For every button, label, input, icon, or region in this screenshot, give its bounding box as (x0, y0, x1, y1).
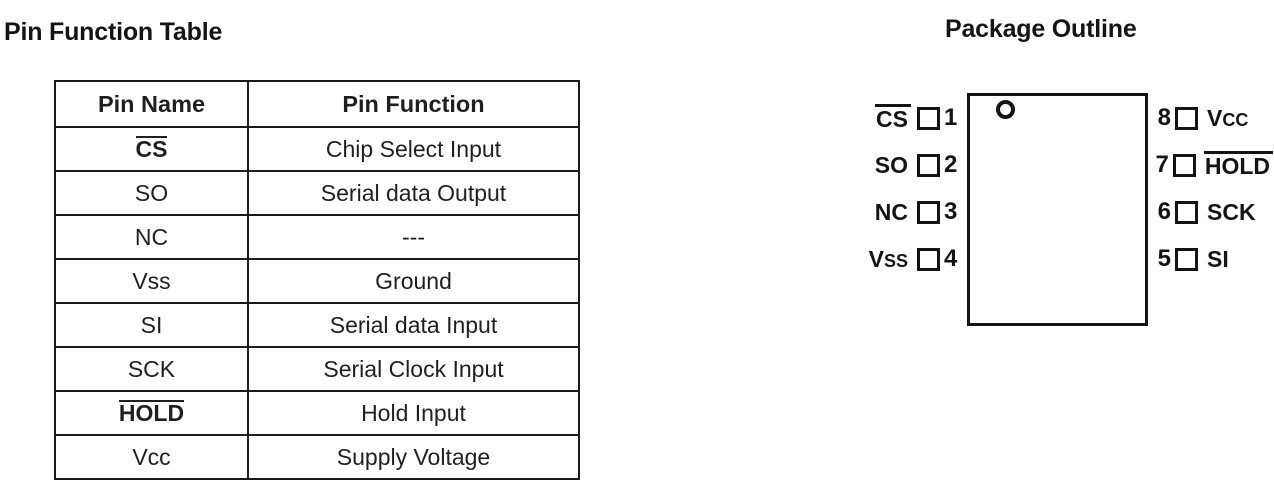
pin-pad-icon (917, 247, 940, 271)
cell-pin-function: Supply Voltage (247, 434, 580, 480)
cell-pin-name: Vcc (54, 434, 249, 480)
cell-pin-name: SCK (54, 346, 249, 392)
pin-label-vcc: VCC (1207, 104, 1249, 131)
package-pin-7: 7 HOLD (1145, 150, 1274, 180)
chip-body-outline (967, 93, 1148, 326)
package-pin-5: 5 SI (1145, 244, 1270, 274)
pin-number: 5 (1157, 245, 1171, 272)
pin-number: 6 (1157, 198, 1171, 225)
package-pin-8: 8 VCC (1145, 103, 1270, 133)
cell-pin-name: CS (54, 126, 249, 172)
pin-number: 1 (944, 104, 958, 131)
table-row: NC--- (54, 214, 580, 260)
pin-number: 4 (944, 245, 958, 272)
page-title-pin-function-table: Pin Function Table (4, 18, 223, 46)
pin-pad-icon (1175, 106, 1198, 130)
pin-function-table-container: Pin Name Pin Function CS Chip Select Inpu… (54, 80, 580, 480)
package-pin-3: NC 3 (860, 197, 970, 227)
cell-pin-name: SO (54, 170, 249, 216)
pin-label-so: SO (874, 151, 908, 178)
package-pin-1: CS 1 (860, 103, 970, 133)
pin-label-vss: VSS (868, 245, 908, 272)
page-title-package-outline: Package Outline (945, 15, 1137, 43)
pin-pad-icon (917, 153, 940, 177)
cell-pin-function: --- (247, 214, 580, 260)
overline-label: HOLD (118, 400, 185, 427)
pin-pad-icon (1175, 247, 1198, 271)
pin-number: 8 (1157, 104, 1171, 131)
pin-label-si: SI (1207, 245, 1229, 272)
pin-pad-icon (917, 106, 940, 130)
table-header-row: Pin Name Pin Function (54, 80, 580, 128)
pin-number: 3 (944, 198, 958, 225)
cell-pin-function: Serial data Output (247, 170, 580, 216)
table-row: HOLD Hold Input (54, 390, 580, 436)
pin-label-cs: CS (875, 103, 911, 132)
table-row: CS Chip Select Input (54, 126, 580, 172)
cell-pin-function: Chip Select Input (247, 126, 580, 172)
cell-pin-function: Serial data Input (247, 302, 580, 348)
pin-label-nc: NC (874, 198, 908, 225)
cell-pin-function: Hold Input (247, 390, 580, 436)
overline-label: CS (135, 136, 168, 163)
pin-pad-icon (1175, 200, 1198, 224)
cell-pin-function: Ground (247, 258, 580, 304)
package-pin-4: VSS 4 (860, 244, 970, 274)
cell-pin-name: SI (54, 302, 249, 348)
pin-function-table: Pin Name Pin Function CS Chip Select Inpu… (54, 80, 580, 480)
cell-pin-function: Serial Clock Input (247, 346, 580, 392)
pin-pad-icon (1172, 153, 1196, 177)
pin-pad-icon (917, 200, 940, 224)
column-header-pin-function: Pin Function (247, 80, 580, 128)
cell-pin-name: Vss (54, 258, 249, 304)
pin-label-sck: SCK (1207, 198, 1256, 225)
cell-pin-name: NC (54, 214, 249, 260)
cell-pin-name: HOLD (54, 390, 249, 436)
pin-number: 2 (944, 151, 958, 178)
package-pin-6: 6 SCK (1145, 197, 1270, 227)
pin1-dot-circle-icon (996, 100, 1015, 119)
pin-label-hold: HOLD (1203, 150, 1274, 179)
column-header-pin-name: Pin Name (54, 80, 249, 128)
package-pin-2: SO 2 (860, 150, 970, 180)
pin-number: 7 (1155, 151, 1169, 178)
